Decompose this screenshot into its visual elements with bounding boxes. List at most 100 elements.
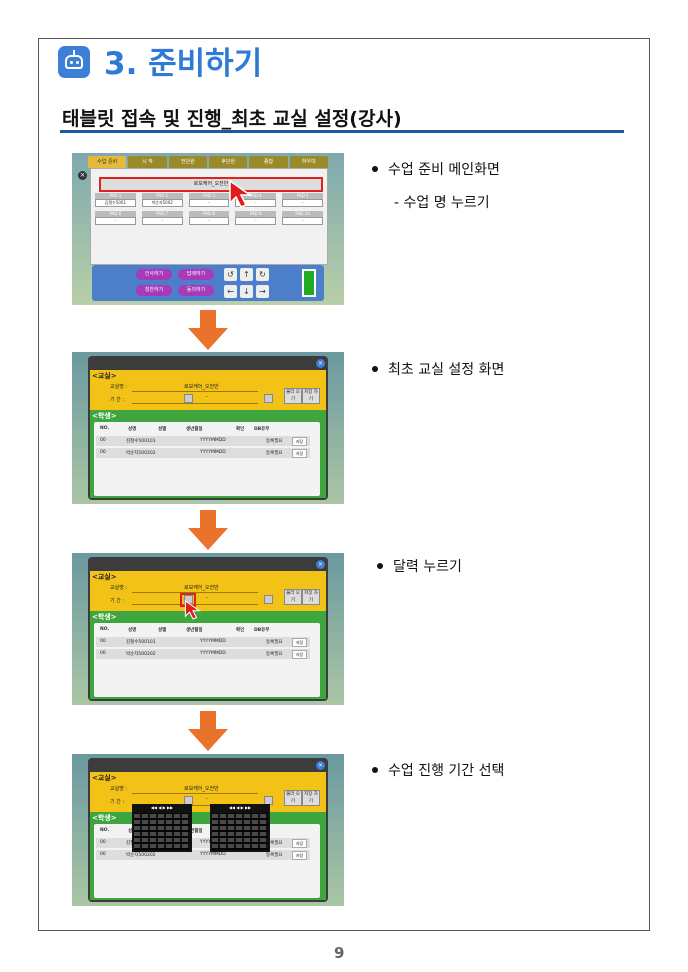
robot-icon (58, 46, 90, 78)
column-header: 확인 (236, 427, 245, 432)
pad-slot: PAD 7- (141, 211, 183, 225)
tab: 시 작 (128, 156, 167, 168)
pad-slot: PAD 4- (235, 193, 277, 207)
row-no: 00 (100, 852, 106, 857)
control-bar: 인사하기 답례하기 칭찬하기 동의하기 ↺ ↑ ↻ ← ↓ → (92, 265, 324, 301)
column-header: 성명 (128, 427, 137, 432)
student-list: NO.성명성별생년월일확인DB유무00김철수500101YYYYMMDD등록필요… (94, 824, 320, 898)
tab: 수업 준비 (88, 156, 127, 168)
class-label: 교실명 : (110, 384, 128, 390)
pad-value: - (188, 217, 230, 225)
class-value: 로보케어_오전반 (184, 585, 219, 591)
row-name: 김철수500101 (126, 640, 156, 645)
class-underline (132, 793, 258, 794)
student-header: <학생> (92, 814, 117, 822)
load-button: 불러 오기 (284, 790, 302, 806)
row-no: 00 (100, 438, 106, 443)
period-separator: - (206, 394, 208, 400)
pad-slot: PAD 3- (188, 193, 230, 207)
class-label: 교실명 : (110, 585, 128, 591)
battery-icon (302, 269, 316, 297)
pad-label: PAD 1 (95, 193, 136, 199)
column-header: 생년월일 (186, 829, 203, 834)
load-button: 불러 오기 (284, 589, 302, 605)
row-status: 등록필요 (266, 652, 283, 657)
pad-slot: PAD 9- (235, 211, 277, 225)
pad-value: 박순자5002 (141, 199, 183, 207)
row-status: 등록필요 (266, 841, 283, 846)
tab: 하우미 (289, 156, 328, 168)
arrow-up-icon: ↑ (240, 268, 253, 281)
down-arrow-icon (188, 711, 228, 751)
step-1-bullet: 수업 준비 메인화면 (372, 160, 500, 180)
period-separator: - (206, 595, 208, 601)
calendar-icon (264, 595, 273, 604)
row-no: 00 (100, 651, 106, 656)
column-header: NO. (100, 828, 110, 833)
period-label: 기 간 : (110, 598, 125, 604)
student-header: <학생> (92, 412, 117, 420)
class-value: 로보케어_오전반 (184, 786, 219, 792)
page-frame (38, 38, 650, 931)
greet-button: 인사하기 (136, 269, 172, 280)
column-header: 확인 (236, 628, 245, 633)
close-icon: × (316, 359, 325, 368)
row-save-button: 저장 (292, 449, 307, 458)
row-birth: YYYYMMDD (200, 438, 226, 443)
column-header: 생년월일 (186, 628, 203, 633)
class-underline (132, 592, 258, 593)
column-header: 성명 (128, 628, 137, 633)
pad-label: PAD 3 (188, 193, 230, 199)
step-1-sub: - 수업 명 누르기 (394, 195, 490, 211)
period-separator: - (206, 796, 208, 802)
student-header: <학생> (92, 613, 117, 621)
row-name: 김철수500101 (126, 439, 156, 444)
arrow-down-icon: ↓ (240, 285, 253, 298)
cursor-icon (184, 600, 201, 620)
agree-button: 동의하기 (178, 285, 214, 296)
calendar-grid (134, 813, 190, 850)
step-2-bullet: 최초 교실 설정 화면 (372, 360, 504, 380)
row-save-button: 저장 (292, 851, 307, 860)
calendar-icon (184, 394, 193, 403)
row-birth: YYYYMMDD (200, 852, 226, 857)
row-birth: YYYYMMDD (200, 651, 226, 656)
close-icon: × (316, 761, 325, 770)
table-row: 00 박순자500202 YYYYMMDD 등록필요 저장 (96, 649, 310, 659)
page-title: 3. 준비하기 (104, 46, 263, 82)
column-header: NO. (100, 426, 110, 431)
pad-slot: PAD 6- (95, 211, 136, 225)
calendar-popup: ◀◀ ◀ ▶ ▶▶ (132, 804, 192, 852)
rotate-right-icon: ↻ (256, 268, 269, 281)
page-number: 9 (334, 944, 345, 962)
pad-label: PAD 10 (282, 211, 323, 217)
row-save-button: 저장 (292, 650, 307, 659)
pad-label: PAD 5 (282, 193, 323, 199)
row-birth: YYYYMMDD (200, 639, 226, 644)
arrow-left-icon: ← (224, 285, 237, 298)
rotate-left-icon: ↺ (224, 268, 237, 281)
column-header: DB유무 (254, 628, 270, 633)
row-status: 등록필요 (266, 640, 283, 645)
period-label: 기 간 : (110, 397, 125, 403)
class-underline (132, 391, 258, 392)
pad-label: PAD 7 (141, 211, 183, 217)
column-header: 성별 (158, 628, 167, 633)
pad-slot: PAD 10- (282, 211, 323, 225)
class-value: 로보케어_오전반 (184, 384, 219, 390)
praise-button: 칭찬하기 (136, 285, 172, 296)
row-name: 박순자500202 (126, 652, 156, 657)
class-name-highlight: 로보케어_오전반 (99, 177, 323, 192)
calendar-popup: ◀◀ ◀ ▶ ▶▶ (210, 804, 270, 852)
pad-label: PAD 9 (235, 211, 277, 217)
save-button: 저장 하기 (302, 790, 320, 806)
